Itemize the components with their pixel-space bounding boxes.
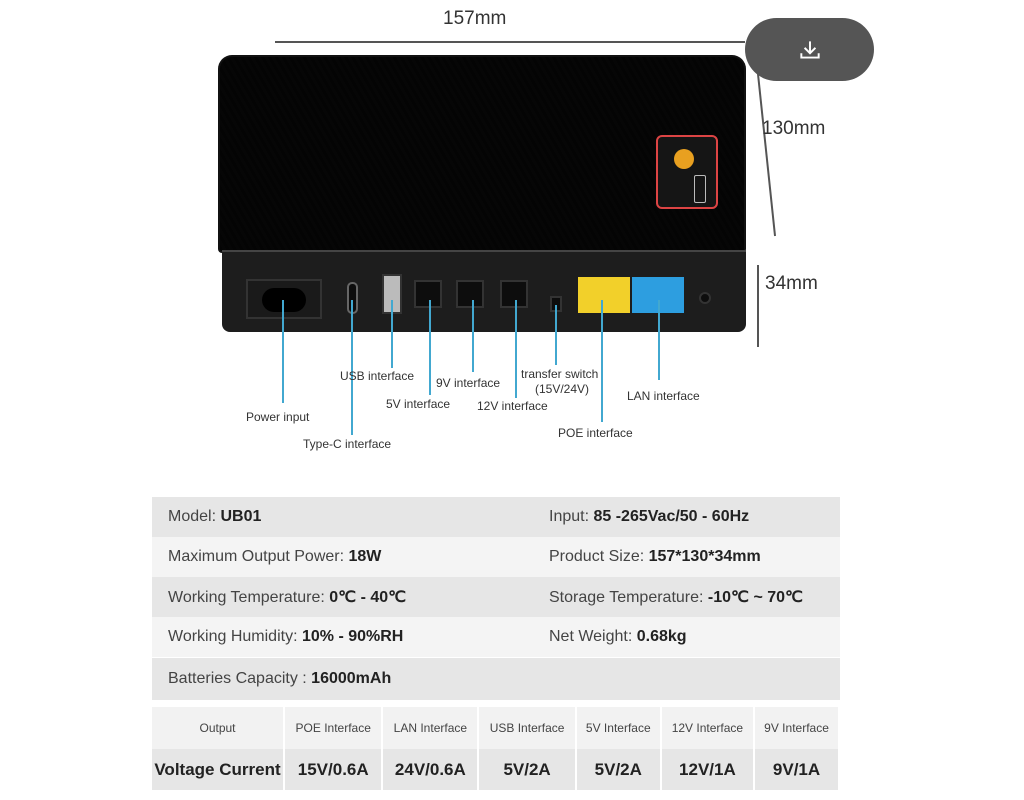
callout-transfer-switch: transfer switch [521, 367, 599, 381]
value-cell: 5V/2A [575, 749, 662, 790]
header-cell: LAN Interface [382, 707, 480, 749]
5v-port [414, 280, 442, 308]
download-icon [799, 40, 820, 59]
header-cell: USB Interface [478, 707, 577, 749]
status-panel [656, 135, 718, 209]
callout-line [555, 305, 557, 365]
value-cell: 12V/1A [660, 749, 756, 790]
callout-line [601, 300, 603, 422]
spec-row: Batteries Capacity : 16000mAh [152, 658, 840, 700]
callout-usb: USB interface [340, 369, 415, 383]
callout-line [472, 300, 474, 372]
spec-row: Model: UB01 Input: 85 -265Vac/50 - 60Hz [152, 497, 840, 537]
callout-type-c: Type-C interface [303, 437, 392, 451]
value-cell: 24V/0.6A [382, 749, 480, 790]
callout-line [658, 300, 660, 380]
callout-line [351, 300, 353, 435]
value-cell: 5V/2A [478, 749, 577, 790]
callout-line [515, 300, 517, 398]
header-cell: 12V Interface [660, 707, 756, 749]
reset-hole [699, 292, 711, 304]
9v-port [456, 280, 484, 308]
power-port [246, 279, 322, 319]
callout-line [429, 300, 431, 395]
spec-row: Working Temperature: 0℃ - 40℃ Storage Te… [152, 577, 840, 617]
download-button[interactable] [745, 18, 874, 81]
callout-poe: POE interface [558, 426, 633, 440]
callout-12v: 12V interface [477, 399, 548, 413]
header-cell: 9V Interface [754, 707, 840, 749]
callout-power-input: Power input [246, 410, 310, 424]
value-cell: 9V/1A [754, 749, 840, 790]
width-dimension-line [275, 41, 745, 43]
device-front [222, 250, 746, 332]
depth-dimension-line [755, 54, 777, 237]
output-header-row: Output POE Interface LAN Interface USB I… [152, 707, 840, 749]
width-dimension-label: 157mm [443, 8, 507, 29]
callout-9v: 9V interface [436, 376, 501, 390]
callout-5v: 5V interface [386, 397, 451, 411]
12v-port [500, 280, 528, 308]
height-dimension-label: 34mm [765, 273, 818, 294]
header-cell: Output [152, 707, 285, 749]
spec-row: Maximum Output Power: 18W Product Size: … [152, 537, 840, 577]
header-cell: 5V Interface [575, 707, 662, 749]
callout-lan: LAN interface [627, 389, 700, 403]
callout-line [391, 300, 393, 368]
callout-line [282, 300, 284, 403]
spec-row: Working Humidity: 10% - 90%RH Net Weight… [152, 617, 840, 657]
height-dimension-line [757, 265, 759, 347]
output-table: Output POE Interface LAN Interface USB I… [152, 707, 840, 790]
depth-dimension-label: 130mm [762, 118, 826, 139]
output-value-row: Voltage Current 15V/0.6A 24V/0.6A 5V/2A … [152, 749, 840, 790]
value-cell: Voltage Current [152, 749, 285, 790]
callout-transfer-switch-values: (15V/24V) [535, 382, 590, 396]
value-cell: 15V/0.6A [284, 749, 384, 790]
poe-port [578, 277, 630, 313]
header-cell: POE Interface [284, 707, 384, 749]
